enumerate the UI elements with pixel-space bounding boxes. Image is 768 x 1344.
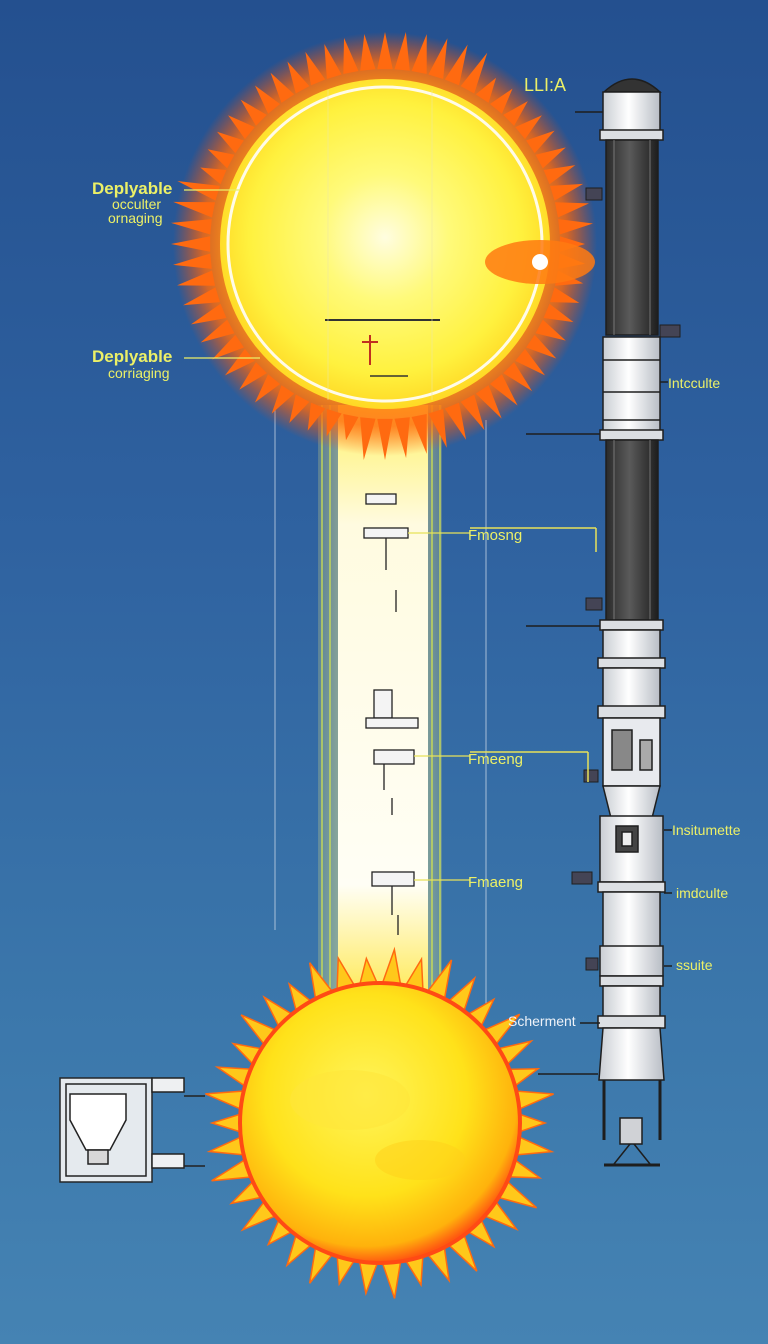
label-occulter: occulter <box>112 197 161 211</box>
label-deployable-2: Deplyable <box>92 348 172 365</box>
upper-sun-icon <box>171 32 597 460</box>
label-deployable-1: Deplyable <box>92 180 172 197</box>
label-inteculte: Intcculte <box>668 376 720 390</box>
label-instrumente: Insitumette <box>672 823 740 837</box>
label-top-right: LLI:A <box>524 76 566 94</box>
label-scherment: Scherment <box>508 1014 576 1028</box>
label-ornaging: ornaging <box>108 211 163 225</box>
label-corriaging: corriaging <box>108 366 169 380</box>
label-fmeeng: Fmeeng <box>468 752 523 767</box>
instrument-box-icon <box>60 1078 205 1182</box>
label-ssuite: ssuite <box>676 958 713 972</box>
label-fmosng: Fmosng <box>468 528 522 543</box>
label-fmaeng: Fmaeng <box>468 875 523 890</box>
label-imdculte: imdculte <box>676 886 728 900</box>
lower-sun-icon <box>205 950 553 1299</box>
